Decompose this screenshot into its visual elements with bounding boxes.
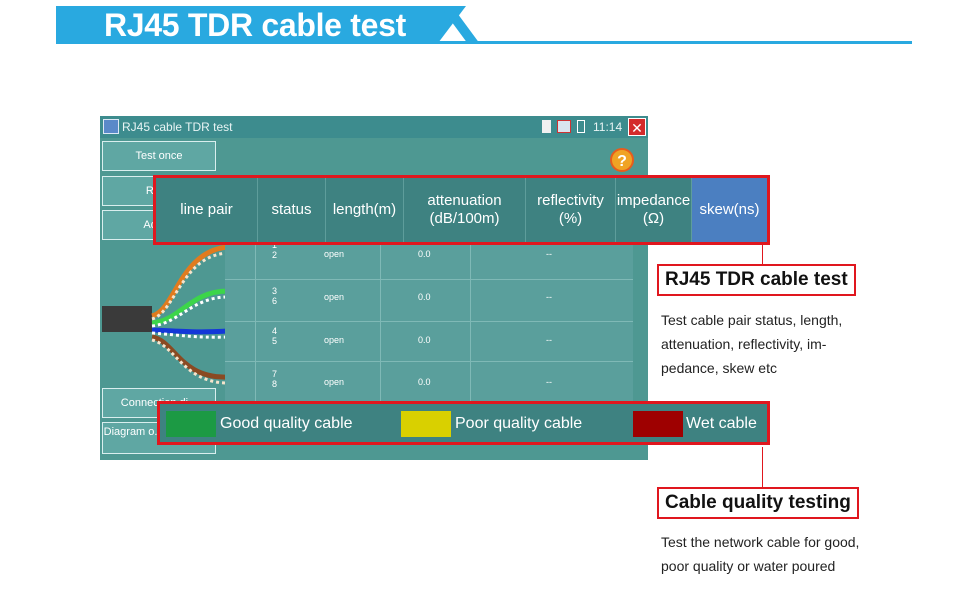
wire-brown-white (151, 338, 229, 385)
window-titlebar: RJ45 cable TDR test 11:14 ✕ (100, 116, 648, 138)
wet-cable-label: Wet cable (686, 415, 757, 432)
pair-length: 0.0 (418, 377, 431, 387)
column-divider (380, 241, 381, 401)
pair-pins: 3 6 (272, 286, 278, 306)
window-title: RJ45 cable TDR test (122, 120, 233, 134)
col-skew: skew(ns) (692, 178, 767, 242)
pair-length: 0.0 (418, 335, 431, 345)
pair-pins: 4 5 (272, 326, 278, 346)
battery-icon (577, 120, 585, 133)
pair-status: open (324, 377, 345, 387)
wire-blue (151, 327, 229, 335)
quality-connector-line (762, 447, 763, 487)
col-attenuation: attenuation (dB/100m) (404, 178, 526, 242)
tdr-callout-description: Test cable pair status, length, attenuat… (661, 312, 843, 376)
column-divider (255, 241, 256, 401)
row-divider (225, 321, 633, 322)
good-quality-label: Good quality cable (220, 415, 353, 432)
pair-value: -- (546, 249, 552, 259)
close-icon[interactable]: ✕ (628, 118, 646, 136)
page-title: RJ45 TDR cable test (104, 7, 406, 43)
poor-quality-swatch (401, 411, 451, 437)
tdr-callout-title: RJ45 TDR cable test (657, 264, 856, 296)
col-status: status (258, 178, 326, 242)
pair-value: -- (546, 292, 552, 302)
cable-wires-illustration (151, 244, 229, 385)
wet-cable-swatch (633, 411, 683, 437)
pair-value: -- (546, 335, 552, 345)
pair-status: open (324, 335, 345, 345)
column-divider (470, 241, 471, 401)
col-reflectivity: reflectivity (%) (526, 178, 616, 242)
table-header-callout: line pair status length(m) attenuation (… (153, 175, 770, 245)
wire-orange (151, 244, 229, 319)
col-line-pair: line pair (156, 178, 258, 242)
good-quality-swatch (166, 411, 216, 437)
pair-pins: 7 8 (272, 369, 278, 389)
wire-brown (151, 334, 229, 380)
wire-orange-white (151, 251, 229, 321)
wire-green-white (151, 295, 229, 328)
poor-quality-label: Poor quality cable (455, 415, 583, 432)
quality-callout-description: Test the network cable for good, poor qu… (661, 534, 860, 574)
banner-underline (56, 41, 912, 44)
results-grid (225, 241, 633, 401)
clock: 11:14 (593, 120, 623, 134)
test-once-button[interactable]: Test once (102, 141, 216, 171)
sim-card-icon (542, 120, 551, 133)
row-divider (225, 279, 633, 280)
pair-status: open (324, 249, 345, 259)
quality-callout-title: Cable quality testing (657, 487, 859, 519)
app-icon (103, 119, 119, 134)
pair-pins: 1 2 (272, 240, 278, 260)
col-length: length(m) (326, 178, 404, 242)
row-divider (225, 361, 633, 362)
network-icon (557, 120, 571, 133)
wire-blue-white (151, 331, 229, 339)
pair-value: -- (546, 377, 552, 387)
cable-jacket (102, 306, 152, 332)
col-impedance: impedance (Ω) (616, 178, 692, 242)
header-banner (56, 6, 466, 44)
quality-legend: Good quality cable Poor quality cable We… (157, 401, 770, 445)
pair-length: 0.0 (418, 292, 431, 302)
wire-green (151, 288, 229, 326)
help-icon[interactable]: ? (610, 148, 634, 172)
pair-length: 0.0 (418, 249, 431, 259)
tdr-connector-line (762, 245, 763, 265)
pair-status: open (324, 292, 345, 302)
table-header: line pair status length(m) attenuation (… (156, 178, 767, 242)
